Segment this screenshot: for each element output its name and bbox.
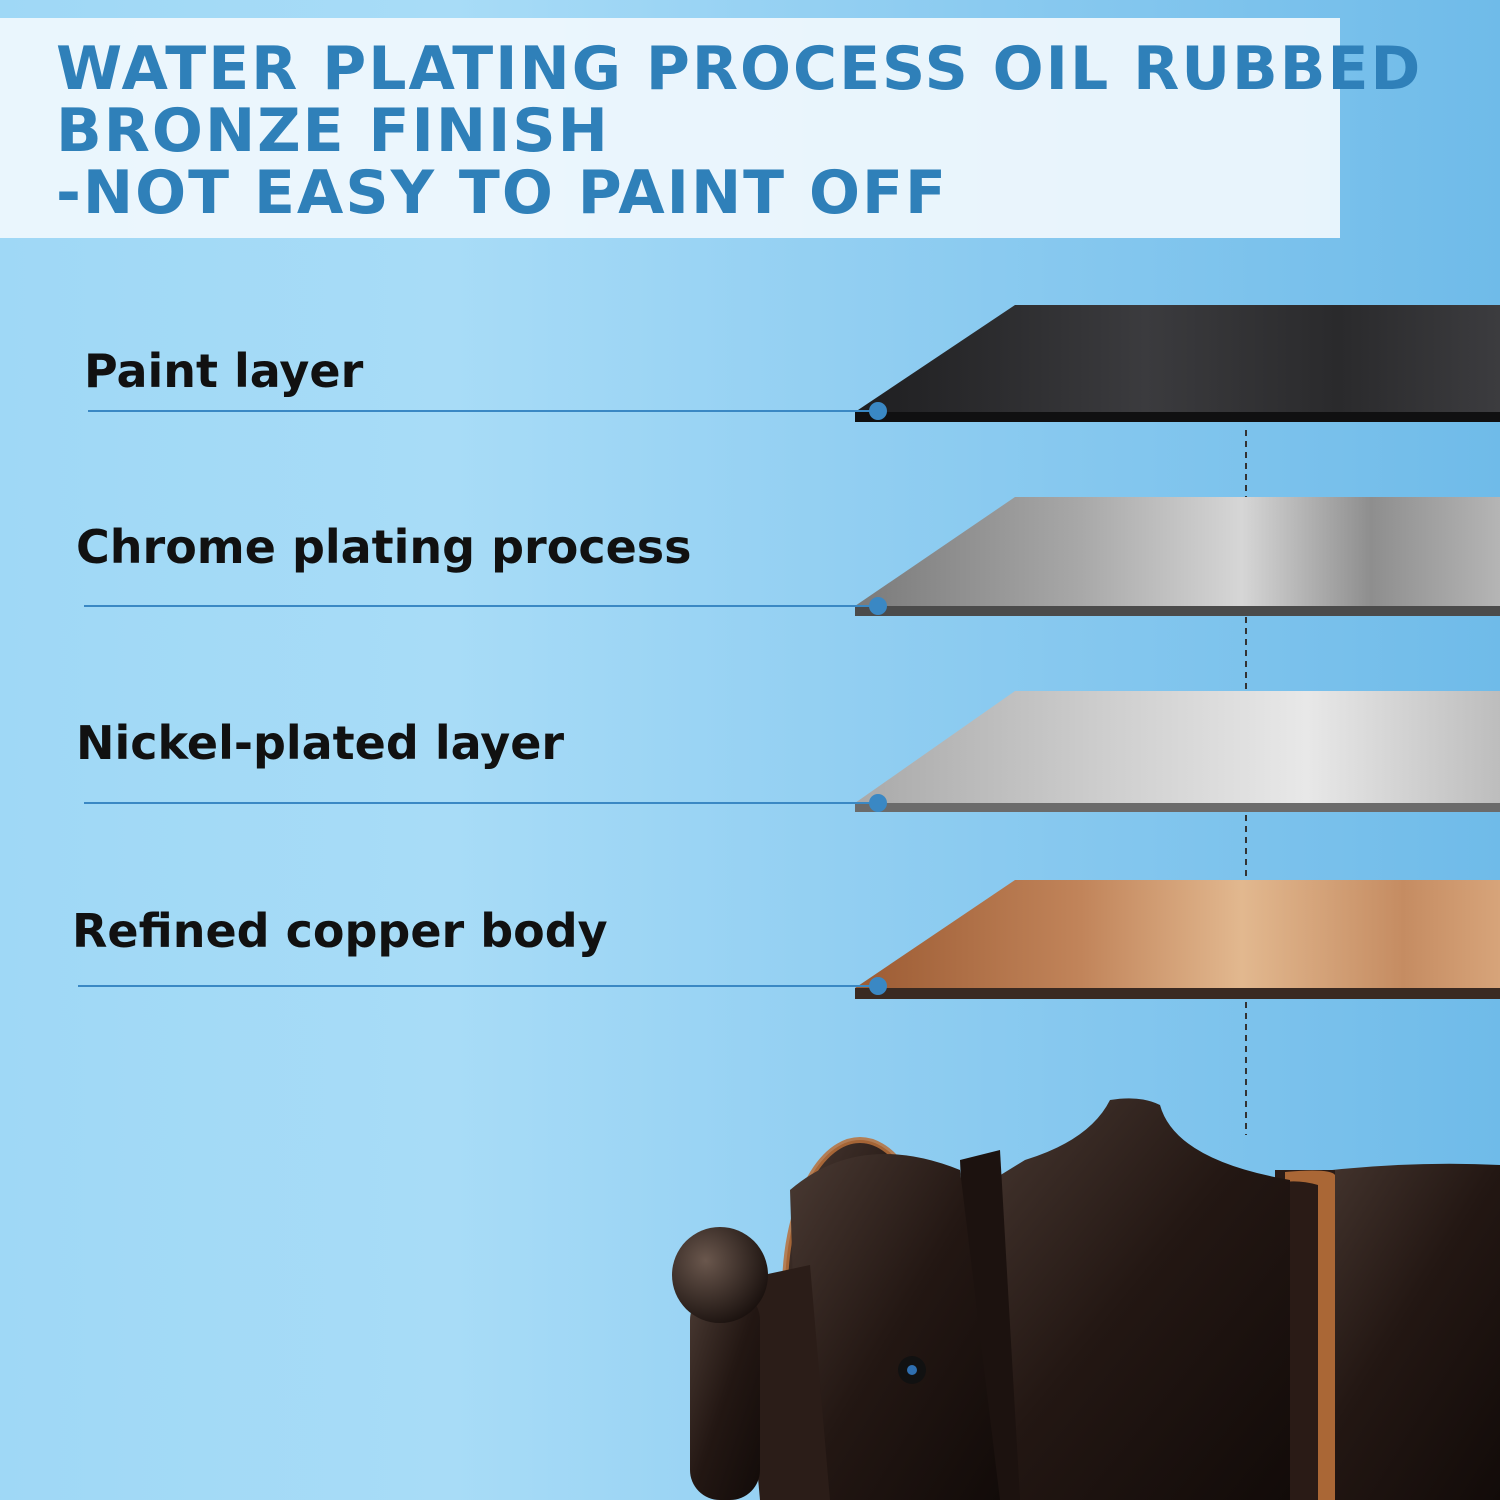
copper-layer-plate [855, 880, 1500, 988]
nickel-layer-edge [855, 803, 1500, 812]
title-line-2: BRONZE FINISH [56, 96, 610, 166]
chrome-leader-dot [869, 597, 887, 615]
bronze-faucet-handle-icon [672, 1098, 1500, 1500]
layer-label-copper: Refined copper body [72, 904, 608, 958]
copper-layer-edge [855, 988, 1500, 999]
chrome-layer-plate [855, 497, 1500, 606]
title-banner: WATER PLATING PROCESS OIL RUBBED BRONZE … [0, 18, 1420, 238]
layer-label-nickel: Nickel-plated layer [76, 716, 565, 770]
nickel-leader-dot [869, 794, 887, 812]
nickel-layer-plate [855, 691, 1500, 803]
paint-layer-plate [855, 305, 1500, 412]
title-line-3: -NOT EASY TO PAINT OFF [56, 158, 948, 228]
layer-plates [78, 305, 1500, 999]
title-line-1: WATER PLATING PROCESS OIL RUBBED [56, 34, 1423, 104]
chrome-layer-edge [855, 606, 1500, 616]
copper-leader-dot [869, 977, 887, 995]
paint-layer-edge [855, 412, 1500, 422]
layer-label-chrome: Chrome plating process [76, 520, 692, 574]
paint-leader-dot [869, 402, 887, 420]
layer-label-paint: Paint layer [84, 344, 364, 398]
